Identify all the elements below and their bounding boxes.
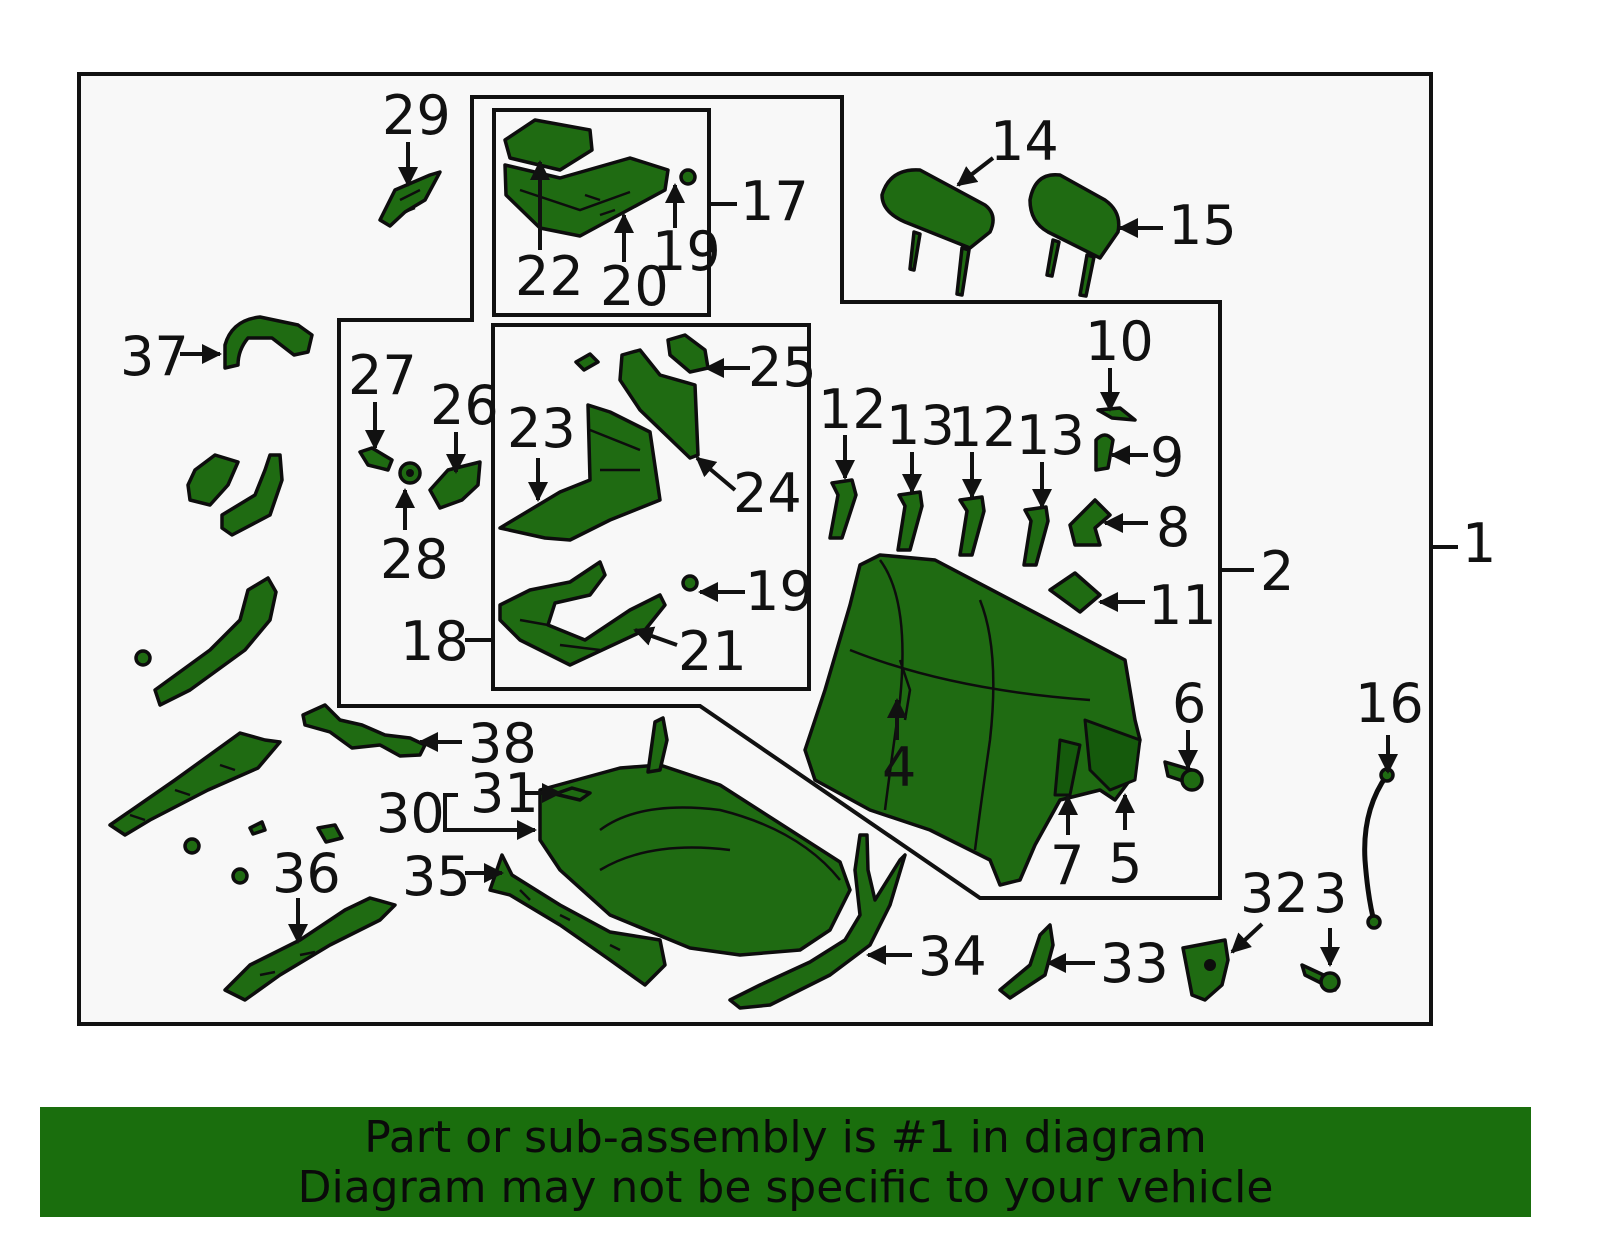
callout-19b: 19 [745, 560, 814, 623]
callout-16: 16 [1355, 672, 1424, 735]
part-3-bolt [1300, 963, 1341, 993]
callout-38: 38 [468, 712, 537, 775]
part-37-handle [223, 315, 314, 370]
callout-13b: 13 [1016, 404, 1085, 467]
banner-line-1: Part or sub-assembly is #1 in diagram [364, 1112, 1207, 1163]
callout-12b: 12 [948, 396, 1017, 459]
armrest-cover-box [492, 108, 711, 317]
part-14-headrest [880, 168, 995, 297]
assembly-2-outline [337, 95, 1222, 900]
callout-34: 34 [918, 925, 987, 988]
part-side-trim [134, 576, 278, 707]
part-12-guide-a [828, 478, 858, 540]
callout-11: 11 [1148, 574, 1217, 637]
callout-23: 23 [507, 397, 576, 460]
banner-line-2: Diagram may not be specific to your vehi… [297, 1162, 1274, 1213]
part-small-fasteners [183, 820, 344, 885]
part-9-pin [1094, 433, 1115, 472]
part-24-panel [618, 348, 700, 460]
callout-21: 21 [678, 620, 747, 683]
part-8-clip [1068, 498, 1112, 547]
callout-13a: 13 [886, 394, 955, 457]
part-18-cupholder [498, 560, 667, 667]
part-34-trim [728, 833, 907, 1010]
callout-27: 27 [348, 344, 417, 407]
part-19-screw-lower [681, 574, 699, 592]
callout-26: 26 [430, 374, 499, 437]
part-side-cover-a [186, 453, 284, 537]
callout-33: 33 [1100, 932, 1169, 995]
callout-36: 36 [272, 842, 341, 905]
part-23-tray [498, 403, 662, 542]
callout-10: 10 [1085, 310, 1154, 373]
callout-7: 7 [1050, 834, 1084, 897]
seat-back-assembly [803, 553, 1142, 887]
part-screw-small [574, 352, 600, 372]
callout-28: 28 [380, 528, 449, 591]
callout-31: 31 [470, 762, 539, 825]
cupholder-box [491, 323, 811, 691]
part-rail-left [108, 731, 282, 837]
callout-25: 25 [748, 336, 817, 399]
part-31-clip [553, 786, 592, 802]
callout-4: 4 [882, 736, 916, 799]
callout-24: 24 [733, 462, 802, 525]
callout-9: 9 [1150, 426, 1184, 489]
leader-lines [180, 142, 1458, 973]
callout-17: 17 [740, 170, 809, 233]
callout-6: 6 [1172, 672, 1206, 735]
callout-8: 8 [1156, 496, 1190, 559]
callout-32: 32 [1240, 862, 1309, 925]
disclaimer-banner: Part or sub-assembly is #1 in diagram Di… [40, 1107, 1531, 1217]
callout-15: 15 [1168, 194, 1237, 257]
callout-30: 30 [376, 782, 445, 845]
part-33-bracket [998, 923, 1055, 1000]
callout-1: 1 [1462, 512, 1496, 575]
callout-29: 29 [382, 84, 451, 147]
part-36-rail [223, 896, 397, 1002]
callout-20: 20 [600, 255, 669, 318]
callout-5: 5 [1108, 832, 1142, 895]
callout-18: 18 [400, 610, 469, 673]
part-30-seat-cushion [538, 716, 852, 957]
part-35-rail [488, 853, 667, 987]
part-32-hinge [1181, 938, 1230, 1002]
part-19-screw-upper [679, 168, 697, 186]
part-28-washer [398, 461, 422, 485]
callout-35: 35 [402, 845, 471, 908]
callout-labels: 1 2 3 4 5 6 7 8 9 10 11 12 13 12 13 14 1… [120, 84, 1496, 995]
callout-37: 37 [120, 325, 189, 388]
callout-22: 22 [515, 245, 584, 308]
callout-19a: 19 [652, 220, 721, 283]
callout-12a: 12 [818, 378, 887, 441]
part-29-bracket [378, 170, 442, 228]
callout-3: 3 [1313, 862, 1347, 925]
part-15-headrest [1028, 172, 1121, 298]
callout-14: 14 [990, 110, 1059, 173]
callout-2: 2 [1260, 540, 1294, 603]
part-12-guide-b [958, 495, 986, 557]
